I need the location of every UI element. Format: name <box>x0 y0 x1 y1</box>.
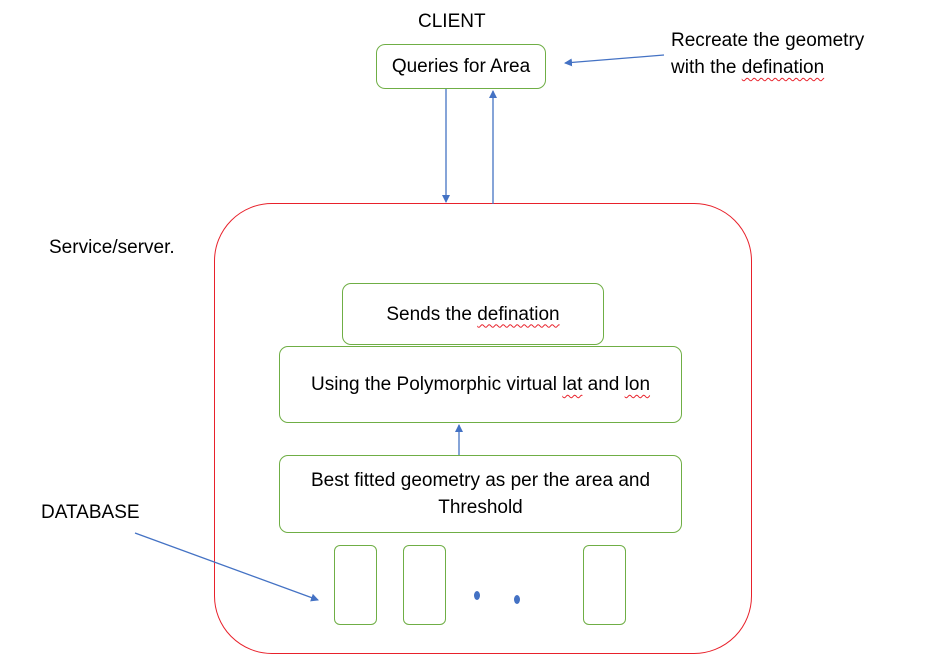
using-middle: and <box>582 374 625 395</box>
service-server-label: Service/server. <box>49 237 175 258</box>
polymorphic-virtual-box: Using the Polymorphic virtual lat and lo… <box>279 346 682 423</box>
polymorphic-virtual-text: Using the Polymorphic virtual lat and lo… <box>311 371 650 398</box>
sends-definition-box: Sends the defination <box>342 283 604 345</box>
database-block-3 <box>583 545 626 625</box>
using-prefix: Using the Polymorphic virtual <box>310 374 563 395</box>
sends-definition-text: Sends the defination <box>386 301 559 328</box>
ellipsis-dot-2 <box>514 595 520 604</box>
queries-for-area-box: Queries for Area <box>376 44 546 89</box>
note-arrow <box>564 54 665 67</box>
queries-for-area-text: Queries for Area <box>391 56 531 77</box>
best-fitted-geometry-box: Best fitted geometry as per the area and… <box>279 455 682 533</box>
using-word-lon: lon <box>624 374 651 395</box>
database-arrow <box>134 532 319 602</box>
best-fitted-line-2: Threshold <box>438 497 523 518</box>
best-fitted-line-1: Best fitted geometry as per the area and <box>310 470 651 491</box>
ellipsis-dot-1 <box>474 591 480 600</box>
recreate-geometry-note: Recreate the geometry with the definatio… <box>671 27 864 81</box>
using-word-lat: lat <box>562 374 583 395</box>
note-line-2: with the defination <box>671 54 864 81</box>
note-line-2-misspelled-word: defination <box>741 57 825 78</box>
database-block-1 <box>334 545 377 625</box>
note-line-1: Recreate the geometry <box>671 30 865 51</box>
sends-misspelled-word: defination <box>477 303 560 325</box>
sends-prefix: Sends the <box>386 303 478 325</box>
database-block-2 <box>403 545 446 625</box>
service-server-container <box>214 203 752 654</box>
database-label: DATABASE <box>41 502 140 523</box>
note-line-2-prefix: with the <box>671 57 742 78</box>
client-label: CLIENT <box>418 11 486 32</box>
